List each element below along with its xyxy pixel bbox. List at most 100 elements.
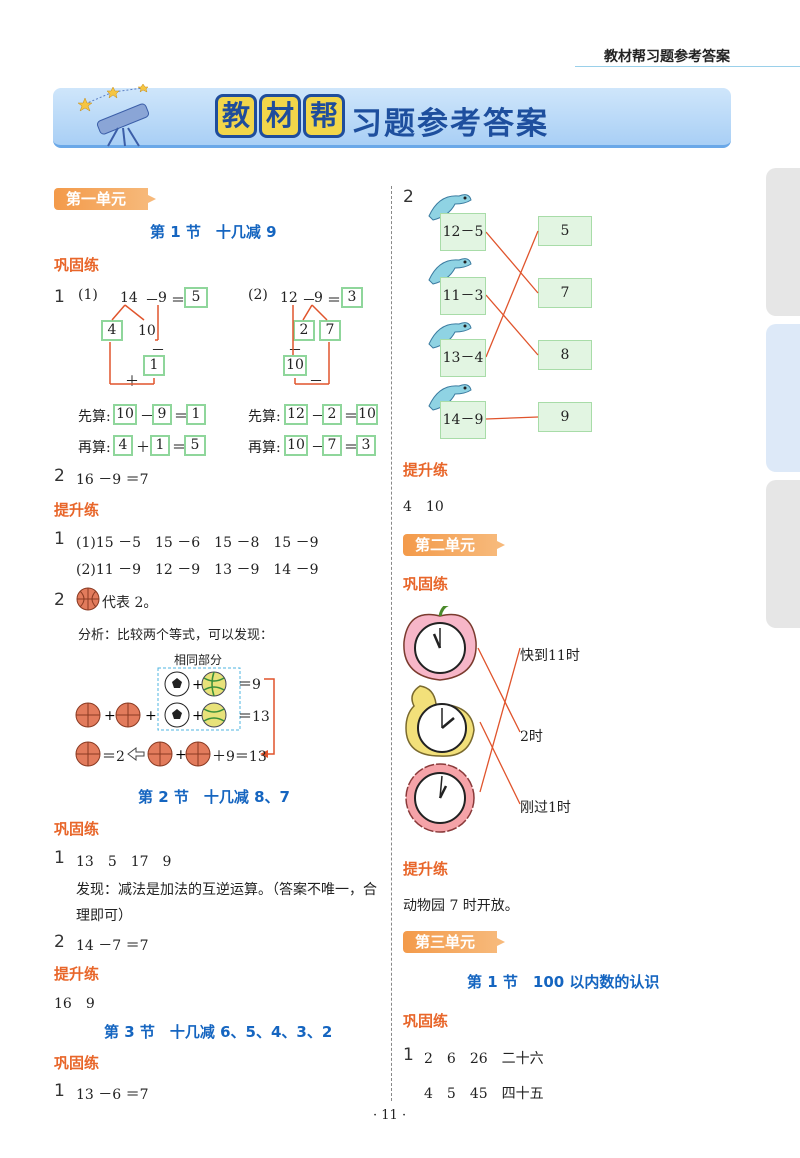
operand: 12 xyxy=(280,290,298,306)
answer-box: 9 xyxy=(538,402,592,432)
unit-3-tag: 第三单元 xyxy=(403,931,506,953)
operator: ＋ xyxy=(136,440,150,456)
answer-text: 动物园 7 时开放。 xyxy=(403,898,519,914)
part-label: (2) xyxy=(248,287,268,303)
banner-brand: 教 材 帮 xyxy=(215,94,345,138)
answer-line: (2)11 －9 12 －9 13 －9 14 －9 xyxy=(76,562,319,578)
basketball-icon xyxy=(115,702,141,728)
basketball-icon xyxy=(147,741,173,767)
then-label: 再算: xyxy=(248,440,281,456)
answer-box: 3 xyxy=(341,287,363,308)
soccer-ball-icon xyxy=(164,702,190,728)
answer-text: 16 9 xyxy=(54,996,95,1012)
section-1-title: 第 1 节 十几减 9 xyxy=(150,223,277,241)
clock-label: 快到11时 xyxy=(520,648,580,664)
expression-box: 12－5 xyxy=(440,213,486,251)
tisheng-heading: 提升练 xyxy=(54,501,100,519)
answer-box: 8 xyxy=(538,340,592,370)
calc-box: 4 xyxy=(113,435,133,456)
equals-sign: ＝ xyxy=(344,440,358,456)
svg-text:+: + xyxy=(104,708,116,724)
answer-text: 16 －9 ＝7 xyxy=(76,472,149,488)
expression-box: 11－3 xyxy=(440,277,486,315)
operator: － xyxy=(311,409,325,425)
gonggu-heading: 巩固练 xyxy=(54,1054,100,1072)
equals-sign: ＝ xyxy=(174,409,188,425)
ball-equations-diagram: + + + + + xyxy=(75,667,275,767)
clock-label: 刚过1时 xyxy=(520,800,571,816)
equals-sign: ＝ xyxy=(172,440,186,456)
plus-sign: ＋ xyxy=(125,374,139,390)
calc-box: 2 xyxy=(322,404,342,425)
calc-box: 3 xyxy=(356,435,376,456)
calc-box: 1 xyxy=(186,404,206,425)
section-3-title: 第 3 节 十几减 6、5、4、3、2 xyxy=(104,1023,333,1041)
volleyball-icon xyxy=(201,671,227,697)
clock-label: 2时 xyxy=(520,729,543,745)
answer-text: 14 －7 ＝7 xyxy=(76,938,149,954)
operand: 9 xyxy=(314,290,323,306)
unit-1-tag: 第一单元 xyxy=(54,188,157,210)
split-box: 4 xyxy=(101,320,123,341)
basketball-icon xyxy=(185,741,211,767)
calc-box: 10 xyxy=(356,404,378,425)
column-divider xyxy=(391,186,392,1101)
same-part-label: 相同部分 xyxy=(174,653,223,667)
answer-box: 7 xyxy=(538,278,592,308)
first-label: 先算: xyxy=(248,409,281,425)
answer-line: 发现：减法是加法的互逆运算。（答案不唯一，合 xyxy=(76,882,377,898)
question-number: 1 xyxy=(54,287,65,307)
tisheng-heading: 提升练 xyxy=(403,461,449,479)
calc-box: 10 xyxy=(113,404,137,425)
calc-box: 12 xyxy=(284,404,308,425)
expression-box: 14－9 xyxy=(440,401,486,439)
equation-result: ＝9 xyxy=(238,677,261,693)
question-number: 2 xyxy=(54,466,65,486)
question-number: 1 xyxy=(54,1081,65,1101)
section-2-title: 第 2 节 十几减 8、7 xyxy=(138,788,290,806)
header-title: 教材帮习题参考答案 xyxy=(604,49,730,65)
answer-line: 2 6 26 二十六 xyxy=(424,1051,544,1067)
flower-clock-icon xyxy=(405,763,475,833)
split-value: 10 xyxy=(138,323,156,339)
svg-text:+: + xyxy=(175,747,187,763)
tisheng-heading: 提升练 xyxy=(54,965,100,983)
operand: 9 xyxy=(158,290,167,306)
question-number: 2 xyxy=(54,590,65,610)
equals-sign: ＝ xyxy=(344,409,358,425)
soccer-ball-icon xyxy=(164,671,190,697)
unit-2-tag: 第二单元 xyxy=(403,534,506,556)
section-title: 第 1 节 100 以内数的认识 xyxy=(467,973,660,991)
svg-text:+: + xyxy=(145,708,157,724)
answer-line: 理即可） xyxy=(76,908,132,924)
minus-sign: － xyxy=(309,374,323,390)
side-tab[interactable] xyxy=(766,480,800,628)
gonggu-heading: 巩固练 xyxy=(403,575,449,593)
answer-text: 13 －6 ＝7 xyxy=(76,1087,149,1103)
calc-box: 9 xyxy=(152,404,172,425)
split-lines xyxy=(109,304,159,385)
answer-box: 5 xyxy=(538,216,592,246)
result-box: 10 xyxy=(283,355,307,376)
gonggu-heading: 巩固练 xyxy=(54,820,100,838)
side-tab[interactable] xyxy=(766,168,800,316)
question-number: 1 xyxy=(54,529,65,549)
answer-line: (1)15 －5 15 －6 15 －8 15 －9 xyxy=(76,535,319,551)
gonggu-heading: 巩固练 xyxy=(403,1012,449,1030)
calc-box: 7 xyxy=(322,435,342,456)
header-rule xyxy=(575,66,800,67)
svg-text:+: + xyxy=(192,708,204,724)
expression-box: 13－4 xyxy=(440,339,486,377)
part-label: (1) xyxy=(78,287,98,303)
then-label: 再算: xyxy=(78,440,111,456)
banner-subtitle: 习题参考答案 xyxy=(351,106,549,142)
operand: 14 xyxy=(120,290,138,306)
basketball-icon xyxy=(75,702,101,728)
answer-box: 5 xyxy=(184,287,208,308)
volleyball-icon xyxy=(201,702,227,728)
operator: － xyxy=(145,293,159,309)
split-box: 7 xyxy=(319,320,341,341)
side-tab-active[interactable] xyxy=(766,324,800,472)
banner-char: 材 xyxy=(259,94,301,138)
clock-matching-lines xyxy=(477,647,521,805)
